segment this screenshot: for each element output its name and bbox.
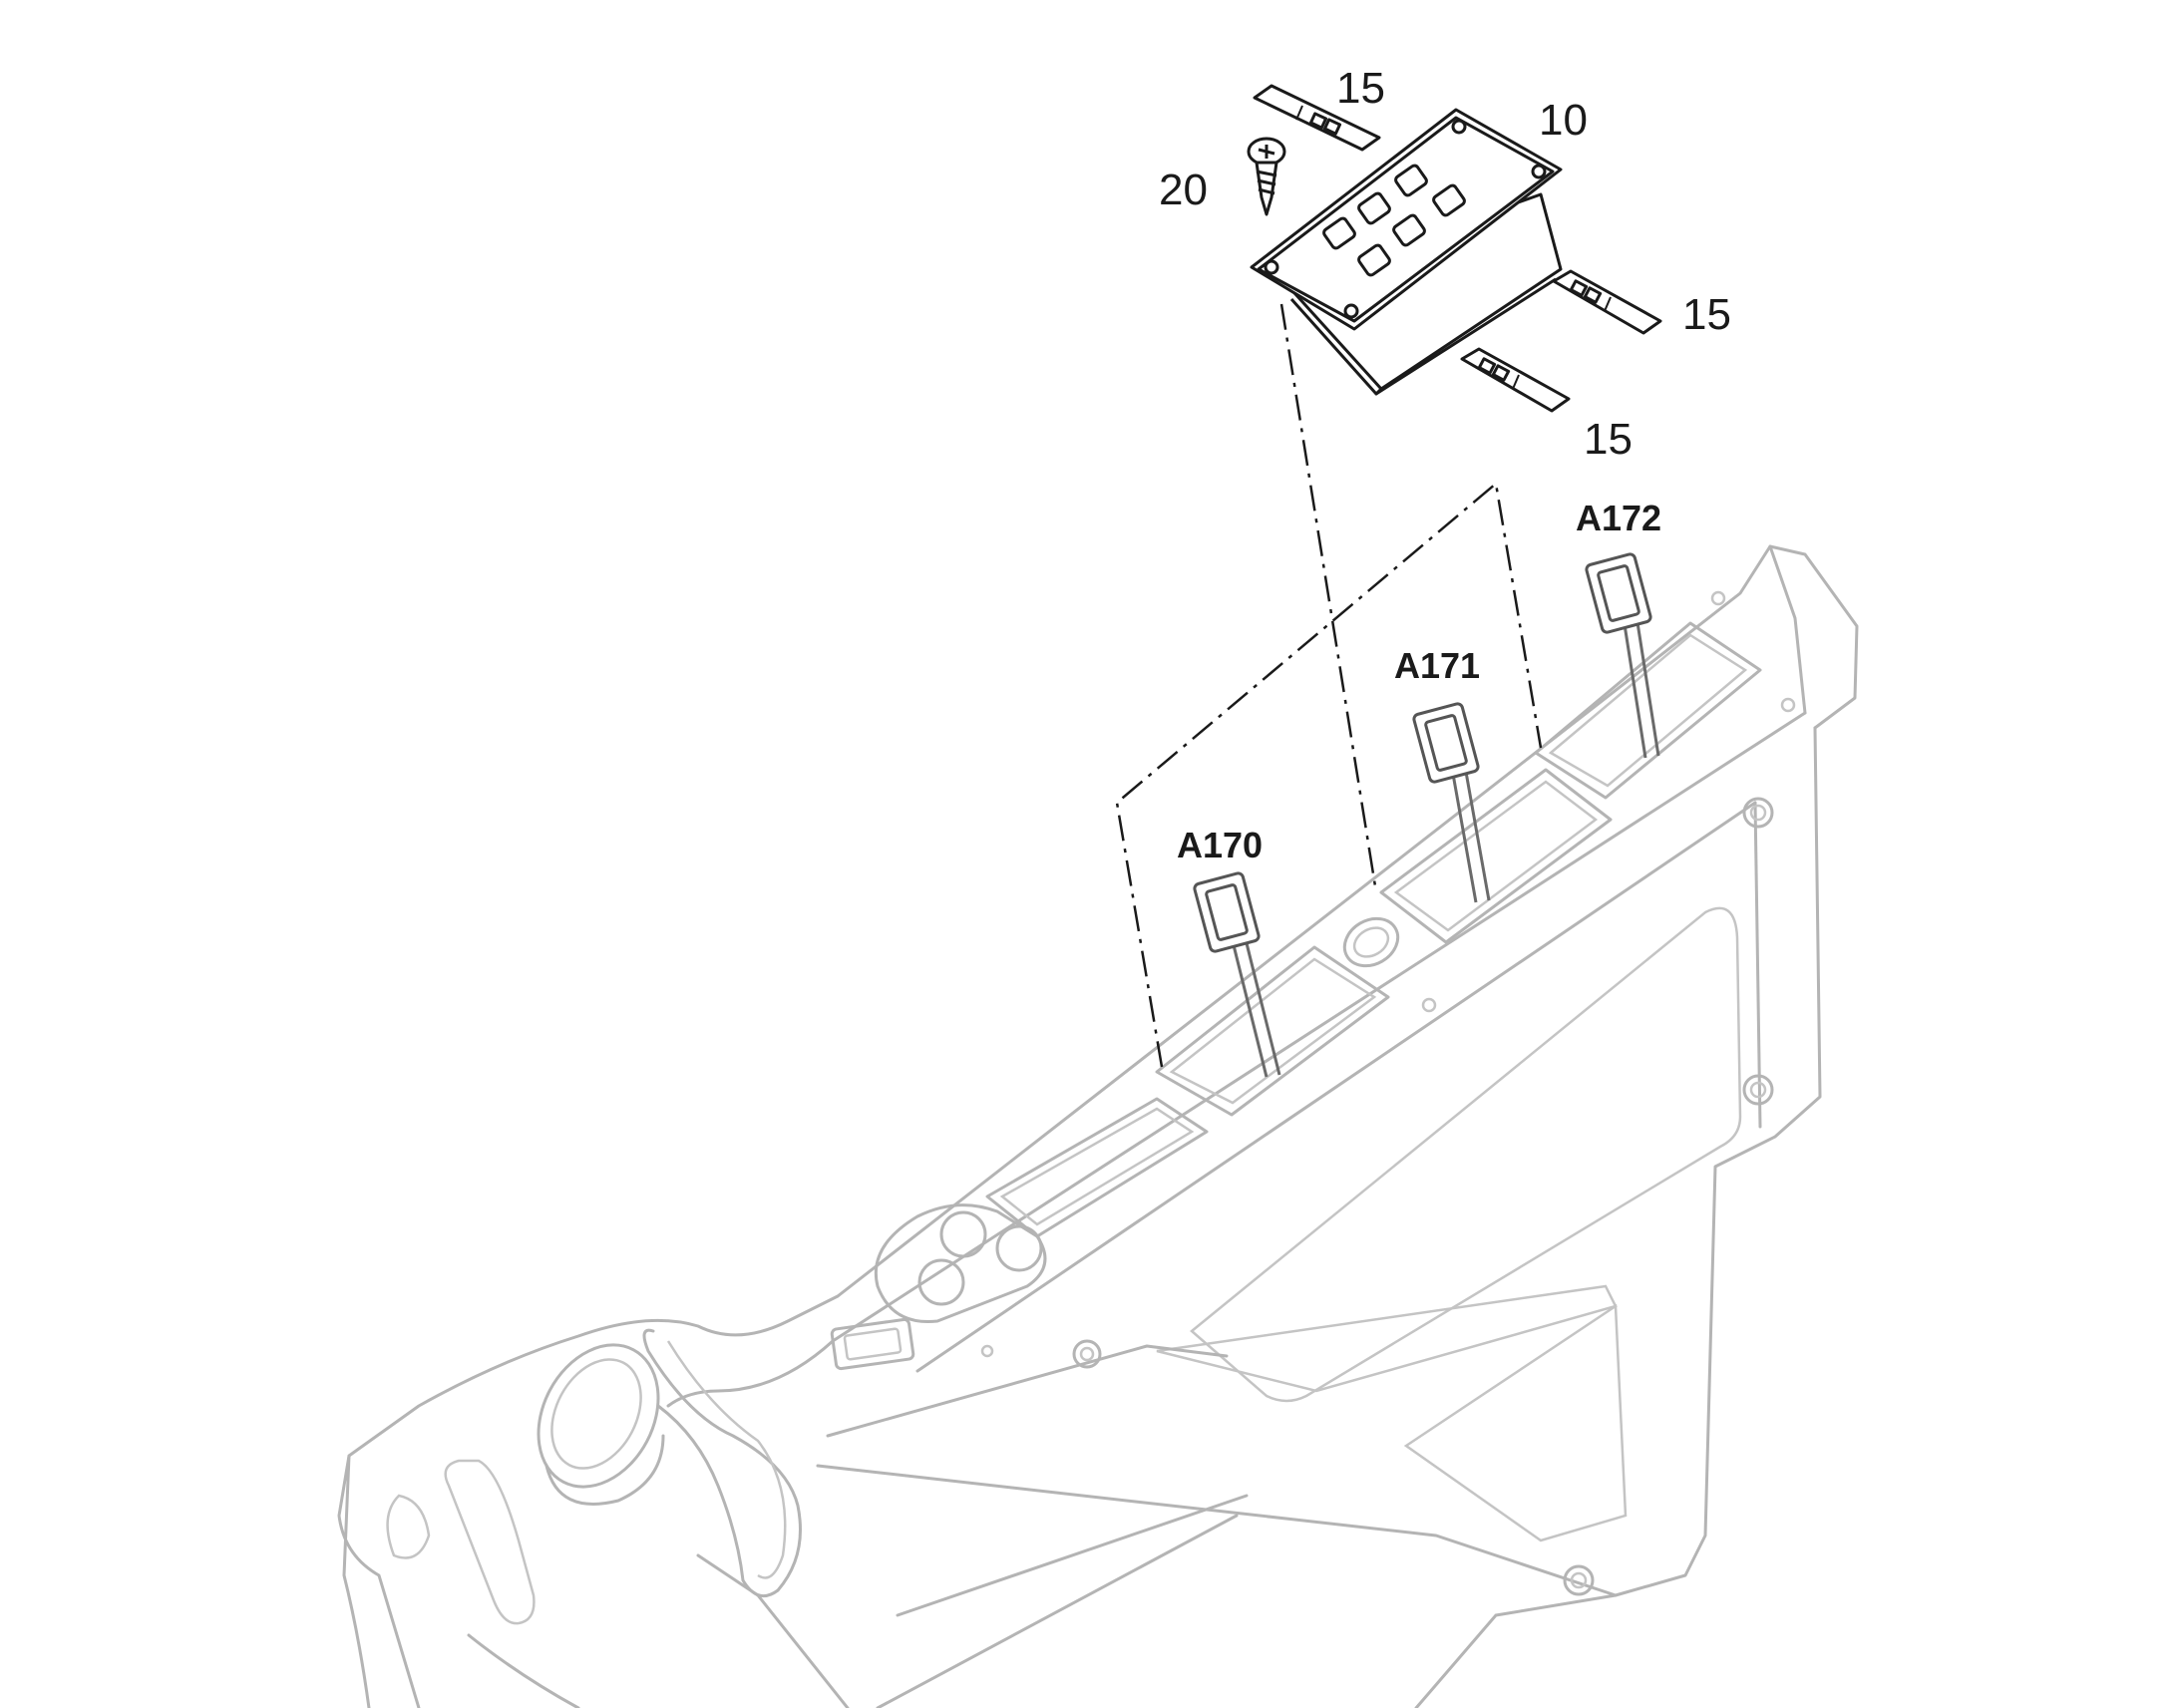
callout-15-right: 15 (1682, 290, 1731, 339)
recess-1 (985, 1097, 1209, 1238)
recess-2 (1155, 945, 1390, 1117)
connector-label-a172: A172 (1576, 498, 1661, 538)
switch-panel (1250, 108, 1563, 396)
connector-a170 (1193, 871, 1281, 1078)
console-frame (337, 544, 1859, 1708)
screw (1247, 137, 1286, 216)
recess-3 (1379, 768, 1613, 944)
connector-a172 (1585, 552, 1660, 759)
callout-20: 20 (1159, 166, 1208, 214)
callout-15-bottom: 15 (1584, 415, 1633, 464)
label-sticker-right (1552, 269, 1662, 335)
recess-4 (1534, 621, 1762, 800)
callout-15-top: 15 (1336, 64, 1385, 113)
label-sticker-bottom (1460, 347, 1571, 413)
label-sticker-top (1253, 84, 1381, 152)
connector-label-a170: A170 (1177, 825, 1263, 865)
callout-10: 10 (1539, 96, 1588, 145)
connector-a171 (1412, 702, 1491, 903)
assembly-lines (1115, 303, 1543, 1068)
panel-buttons (1322, 164, 1466, 277)
connector-label-a171: A171 (1394, 645, 1480, 686)
